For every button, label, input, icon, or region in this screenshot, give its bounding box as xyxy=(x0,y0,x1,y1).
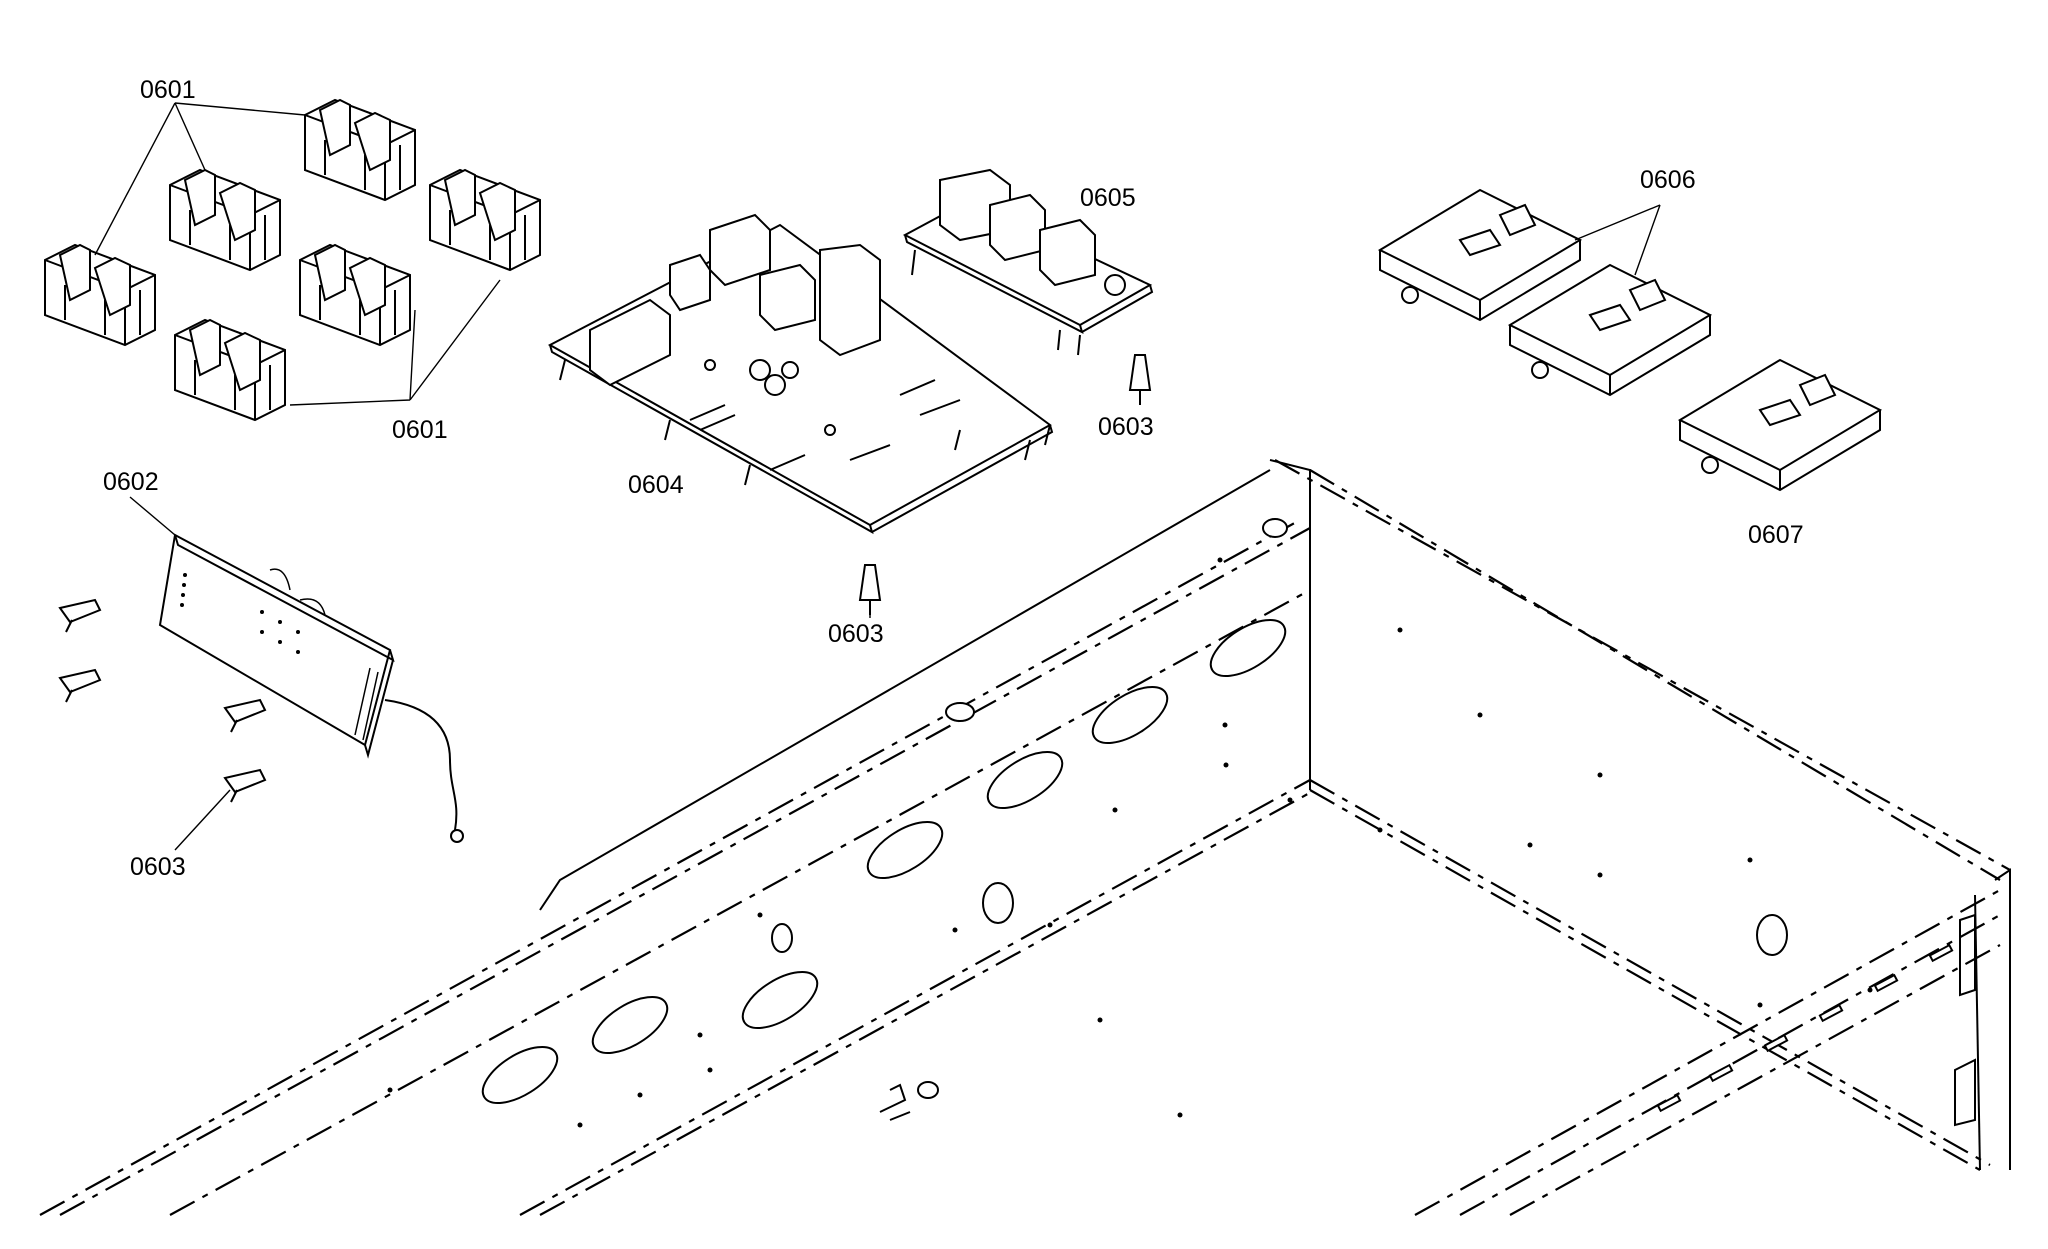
callout-0603-left: 0603 xyxy=(130,853,186,881)
relay-block-group xyxy=(44,98,541,422)
callout-0605: 0605 xyxy=(1080,184,1136,212)
display-board xyxy=(129,496,464,843)
callout-0606: 0606 xyxy=(1640,166,1696,194)
main-control-board xyxy=(547,213,1054,535)
callout-0603-center: 0603 xyxy=(828,620,884,648)
callout-0607: 0607 xyxy=(1748,521,1804,549)
support-clip xyxy=(58,598,102,633)
relay-block xyxy=(174,318,286,422)
support-clip-group xyxy=(58,354,1152,851)
support-clip xyxy=(58,668,102,703)
callout-0601-top: 0601 xyxy=(140,76,196,104)
callout-0602: 0602 xyxy=(103,468,159,496)
callout-0604: 0604 xyxy=(628,471,684,499)
callout-0603-right: 0603 xyxy=(1098,413,1154,441)
support-clip xyxy=(223,768,267,803)
relay-block xyxy=(429,168,541,272)
relay-board xyxy=(902,168,1154,356)
relay-block xyxy=(299,243,411,347)
relay-block xyxy=(44,243,156,347)
relay-block xyxy=(169,168,281,272)
support-clip xyxy=(858,564,882,615)
support-clip xyxy=(223,698,267,733)
support-clip xyxy=(1128,354,1152,405)
module-box xyxy=(1377,188,1583,322)
rail-slot-group xyxy=(1656,943,1954,1113)
module-box xyxy=(1507,263,1713,397)
callout-0601-bottom: 0601 xyxy=(392,416,448,444)
module-box xyxy=(1677,358,1883,492)
chassis-frame xyxy=(39,459,2011,1216)
relay-block xyxy=(304,98,416,202)
